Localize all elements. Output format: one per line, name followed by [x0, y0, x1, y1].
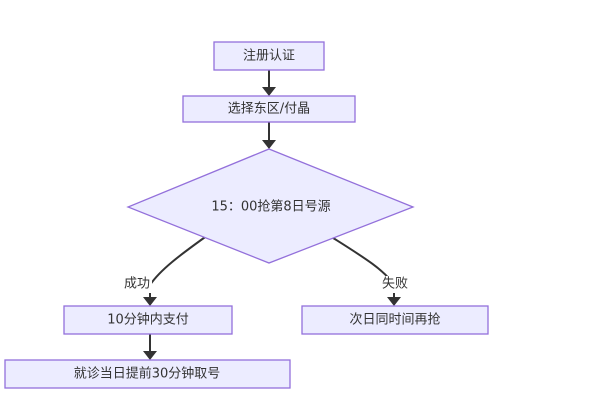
arrow-pay-to-pickup — [143, 351, 157, 360]
node-select-area: 选择东区/付晶 — [182, 95, 356, 123]
arrow-grab-to-retry — [387, 297, 401, 306]
node-pickup: 就诊当日提前30分钟取号 — [4, 359, 291, 389]
edge-labels: 成功 失败 — [122, 276, 410, 293]
node-select-area-box — [182, 95, 356, 123]
node-pay: 10分钟内支付 — [63, 305, 233, 335]
node-register-label: 注册认证 — [243, 49, 295, 64]
success-label-bg — [122, 276, 152, 293]
node-pay-box — [63, 305, 233, 335]
node-pickup-box — [4, 359, 291, 389]
node-retry-label: 次日同时间再抢 — [349, 312, 440, 328]
node-pay-label: 10分钟内支付 — [107, 312, 189, 328]
node-select-area-label: 选择东区/付晶 — [228, 102, 310, 117]
node-grab-ticket-label: 15：00抢第8日号源 — [211, 199, 330, 215]
node-retry-box — [301, 305, 489, 335]
node-register: 注册认证 — [213, 41, 325, 71]
node-register-box — [213, 41, 325, 71]
node-retry: 次日同时间再抢 — [301, 305, 489, 335]
arrow-register-to-select — [262, 87, 276, 96]
arrow-grab-to-pay — [143, 297, 157, 306]
fail-label-bg — [380, 276, 410, 293]
node-grab-ticket-diamond — [126, 148, 415, 264]
success-label: 成功 — [124, 277, 150, 292]
arrow-select-to-grab — [262, 140, 276, 149]
node-grab-ticket: 15：00抢第8日号源 — [126, 148, 415, 264]
node-pickup-label: 就诊当日提前30分钟取号 — [74, 366, 221, 382]
fail-label: 失败 — [382, 277, 408, 292]
edge-grab-to-pay — [149, 234, 209, 298]
